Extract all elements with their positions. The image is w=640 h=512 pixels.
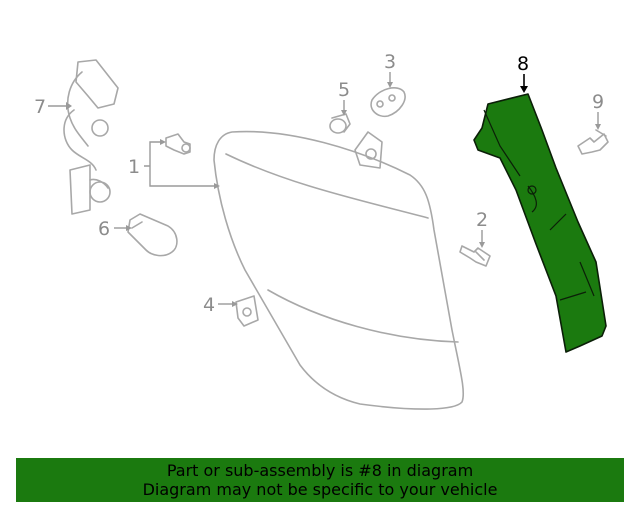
callout-2: 2: [476, 209, 488, 231]
info-banner: Part or sub-assembly is #8 in diagram Di…: [16, 458, 624, 502]
callout-4: 4: [203, 294, 215, 316]
bulb-socket-1: [165, 133, 191, 155]
gasket-3: [370, 87, 406, 118]
socket-harness-7: [63, 59, 119, 215]
callout-1: 1: [128, 156, 140, 178]
bolt-9: [577, 129, 609, 155]
callout-labels: 7 1 6 4 5 3 2 9 8: [34, 51, 604, 316]
callout-8-highlighted: 8: [517, 53, 529, 75]
bracket-8-highlighted: [473, 93, 607, 353]
tail-lamp-assembly: [213, 130, 465, 410]
clip-4: [235, 295, 259, 327]
banner-line-disclaimer: Diagram may not be specific to your vehi…: [142, 480, 498, 499]
banner-line-part-info: Part or sub-assembly is #8 in diagram: [166, 461, 474, 480]
callout-6: 6: [98, 218, 110, 240]
callout-9: 9: [592, 91, 604, 113]
bulb-6: [127, 213, 178, 257]
callout-3: 3: [384, 51, 396, 73]
callout-7: 7: [34, 96, 46, 118]
bolt-2: [459, 245, 491, 267]
callout-5: 5: [338, 79, 350, 101]
grommet-5: [329, 113, 351, 134]
leader-lines: [48, 72, 601, 307]
